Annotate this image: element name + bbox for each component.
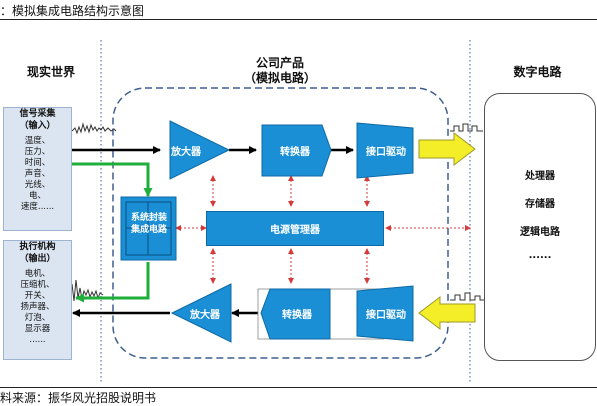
product-subtitle: （模拟电路） [243,71,316,85]
amp-top-label: 放大器 [171,147,201,158]
output-box: 执行机构 （输出） 电机、 压缩机、 开关、 扬声器、 灯泡、 显示器 ....… [3,240,72,360]
output-item: 扬声器、 [20,302,55,312]
power-management-block: 电源管理器 [206,211,384,246]
digital-title: 数字电路 [513,65,562,79]
input-subtitle: （输入） [19,121,56,131]
output-item: 开关、 [24,291,51,301]
sip-label: 系统封装 集成电路 [130,213,167,235]
output-waveform [65,279,104,302]
digital-waveform [450,123,483,132]
digital-item-more: ...... [528,250,552,261]
input-item: 压力、 [24,147,51,157]
output-title: 执行机构 [19,242,56,252]
input-title: 信号采集 [19,109,56,119]
amp-top-shape [169,120,231,180]
digital-circuit-box [484,93,596,361]
conv-bottom-label: 转换器 [282,310,312,321]
arrow-to-digital [418,131,476,167]
arrow-input-to-sip [71,162,153,197]
conv-bottom-shape [260,288,331,340]
input-item: 声音、 [24,169,51,179]
figure-source: 料来源：振华风光招股说明书 [0,391,157,405]
arrow-sip-to-output [75,262,150,303]
drv-top-label: 接口驱动 [366,147,406,158]
real-world-title: 现实世界 [26,65,75,79]
input-item: 温度、 [24,136,51,146]
input-item: 电、 [28,191,46,201]
drv-bottom-shape [356,285,414,342]
digital-item-logic: 逻辑电路 [520,227,560,238]
digital-item-processor: 处理器 [525,171,555,182]
output-item: 压缩机、 [20,280,55,290]
input-box: 信号采集 （输入） 温度、 压力、 时间、 声音、 光线、 电、 速度.....… [3,107,72,231]
input-item: 光线、 [24,180,51,190]
output-item: 显示器 [24,324,51,334]
input-item: 时间、 [24,158,51,168]
conv-top-label: 转换器 [280,147,310,158]
digital-item-memory: 存储器 [525,199,555,210]
product-boundary [112,87,449,359]
input-item: 速度...... [20,202,55,212]
sip-grid [125,201,172,256]
output-item: ...... [29,335,46,345]
output-subtitle: （输出） [19,254,56,264]
amp-bottom-shape [170,283,232,343]
bottom-rule [0,387,597,388]
input-waveform [71,122,117,135]
digital-waveform-bottom [450,292,486,301]
product-title: 公司产品 [255,56,304,70]
drv-bottom-label: 接口驱动 [366,310,406,321]
figure-caption: ：模拟集成电路结构示意图 [0,4,145,18]
amp-bottom-label: 放大器 [190,310,220,321]
conv-top-shape [261,124,332,177]
drv-top-shape [356,122,414,179]
top-rule [0,19,597,20]
arrow-from-digital [418,295,476,331]
output-item: 电机、 [24,269,51,279]
output-item: 灯泡、 [24,313,51,323]
